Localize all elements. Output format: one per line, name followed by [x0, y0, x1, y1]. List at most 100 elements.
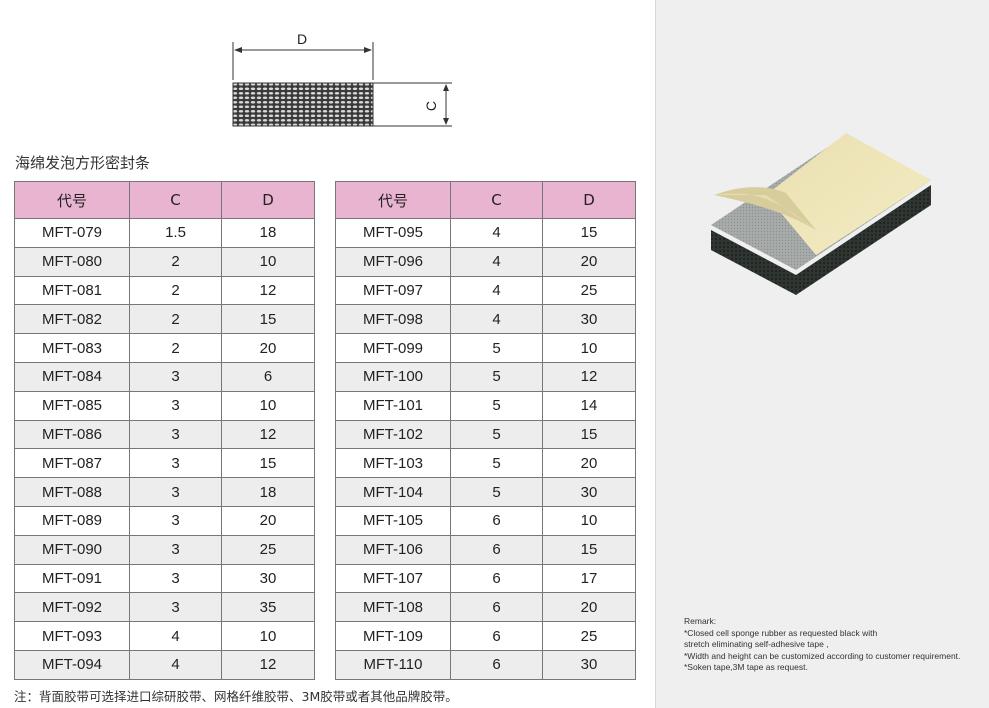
cell-code: MFT-082 — [14, 304, 130, 335]
cell-d: 15 — [542, 534, 636, 565]
cell-d: 30 — [221, 563, 315, 594]
cell-d: 14 — [542, 390, 636, 421]
cell-c: 3 — [129, 505, 222, 536]
cell-d: 20 — [542, 592, 636, 623]
cell-d: 10 — [542, 505, 636, 536]
cell-c: 3 — [129, 448, 222, 479]
cell-d: 20 — [542, 448, 636, 479]
cell-c: 2 — [129, 275, 222, 306]
header-code: 代号 — [335, 181, 451, 219]
cell-c: 5 — [450, 419, 543, 450]
cell-d: 10 — [542, 333, 636, 363]
cell-code: MFT-095 — [335, 218, 451, 248]
cell-d: 20 — [221, 505, 315, 536]
cell-code: MFT-085 — [14, 390, 130, 421]
section-title: 海绵发泡方形密封条 — [15, 154, 151, 172]
cell-code: MFT-090 — [14, 534, 130, 565]
cell-code: MFT-097 — [335, 275, 451, 306]
cell-c: 4 — [450, 304, 543, 335]
cell-c: 4 — [450, 275, 543, 306]
header-d: D — [542, 181, 636, 219]
cell-c: 3 — [129, 477, 222, 507]
cell-d: 15 — [542, 419, 636, 450]
header-c: C — [450, 181, 543, 219]
cell-d: 10 — [221, 246, 315, 277]
remark-line: *Width and height can be customized acco… — [684, 650, 961, 661]
cell-d: 18 — [221, 477, 315, 507]
cell-d: 12 — [221, 419, 315, 450]
cell-c: 5 — [450, 448, 543, 479]
cell-code: MFT-106 — [335, 534, 451, 565]
cell-c: 6 — [450, 563, 543, 594]
cell-d: 12 — [221, 649, 315, 680]
cell-c: 5 — [450, 390, 543, 421]
product-panel: Remark: *Closed cell sponge rubber as re… — [655, 0, 989, 708]
cell-code: MFT-093 — [14, 621, 130, 651]
cell-code: MFT-099 — [335, 333, 451, 363]
cell-c: 4 — [129, 649, 222, 680]
cell-code: MFT-083 — [14, 333, 130, 363]
cell-code: MFT-087 — [14, 448, 130, 479]
foam-profile — [232, 82, 374, 127]
cell-d: 12 — [221, 275, 315, 306]
footnote: 注：背面胶带可选择进口综研胶带、网格纤维胶带、3M胶带或者其他品牌胶带。 — [14, 689, 458, 704]
cell-c: 3 — [129, 419, 222, 450]
cell-code: MFT-110 — [335, 649, 451, 680]
cell-code: MFT-108 — [335, 592, 451, 623]
cell-c: 6 — [450, 534, 543, 565]
cell-code: MFT-101 — [335, 390, 451, 421]
dimension-c-label: C — [423, 101, 439, 111]
cell-d: 10 — [221, 390, 315, 421]
cross-section-diagram: D C — [232, 31, 452, 127]
cell-c: 6 — [450, 592, 543, 623]
cell-c: 3 — [129, 563, 222, 594]
cell-code: MFT-104 — [335, 477, 451, 507]
cell-code: MFT-079 — [14, 218, 130, 248]
cell-c: 6 — [450, 621, 543, 651]
cell-code: MFT-081 — [14, 275, 130, 306]
cell-d: 15 — [221, 304, 315, 335]
cell-c: 3 — [129, 592, 222, 623]
cell-d: 6 — [221, 361, 315, 392]
cell-d: 18 — [221, 218, 315, 248]
cell-d: 20 — [542, 246, 636, 277]
cell-d: 15 — [221, 448, 315, 479]
remark-line: *Closed cell sponge rubber as requested … — [684, 627, 878, 638]
cell-d: 17 — [542, 563, 636, 594]
cell-c: 3 — [129, 390, 222, 421]
cell-c: 3 — [129, 361, 222, 392]
cell-d: 30 — [542, 477, 636, 507]
remark-title: Remark: — [684, 616, 717, 626]
header-c: C — [129, 181, 222, 219]
cell-d: 12 — [542, 361, 636, 392]
cell-c: 5 — [450, 361, 543, 392]
cell-code: MFT-102 — [335, 419, 451, 450]
cell-code: MFT-103 — [335, 448, 451, 479]
header-d: D — [221, 181, 315, 219]
cell-d: 25 — [542, 621, 636, 651]
cell-code: MFT-089 — [14, 505, 130, 536]
cell-code: MFT-094 — [14, 649, 130, 680]
cell-d: 20 — [221, 333, 315, 363]
dimension-d-label: D — [297, 31, 307, 47]
remark-line: *Soken tape,3M tape as request. — [684, 662, 808, 672]
